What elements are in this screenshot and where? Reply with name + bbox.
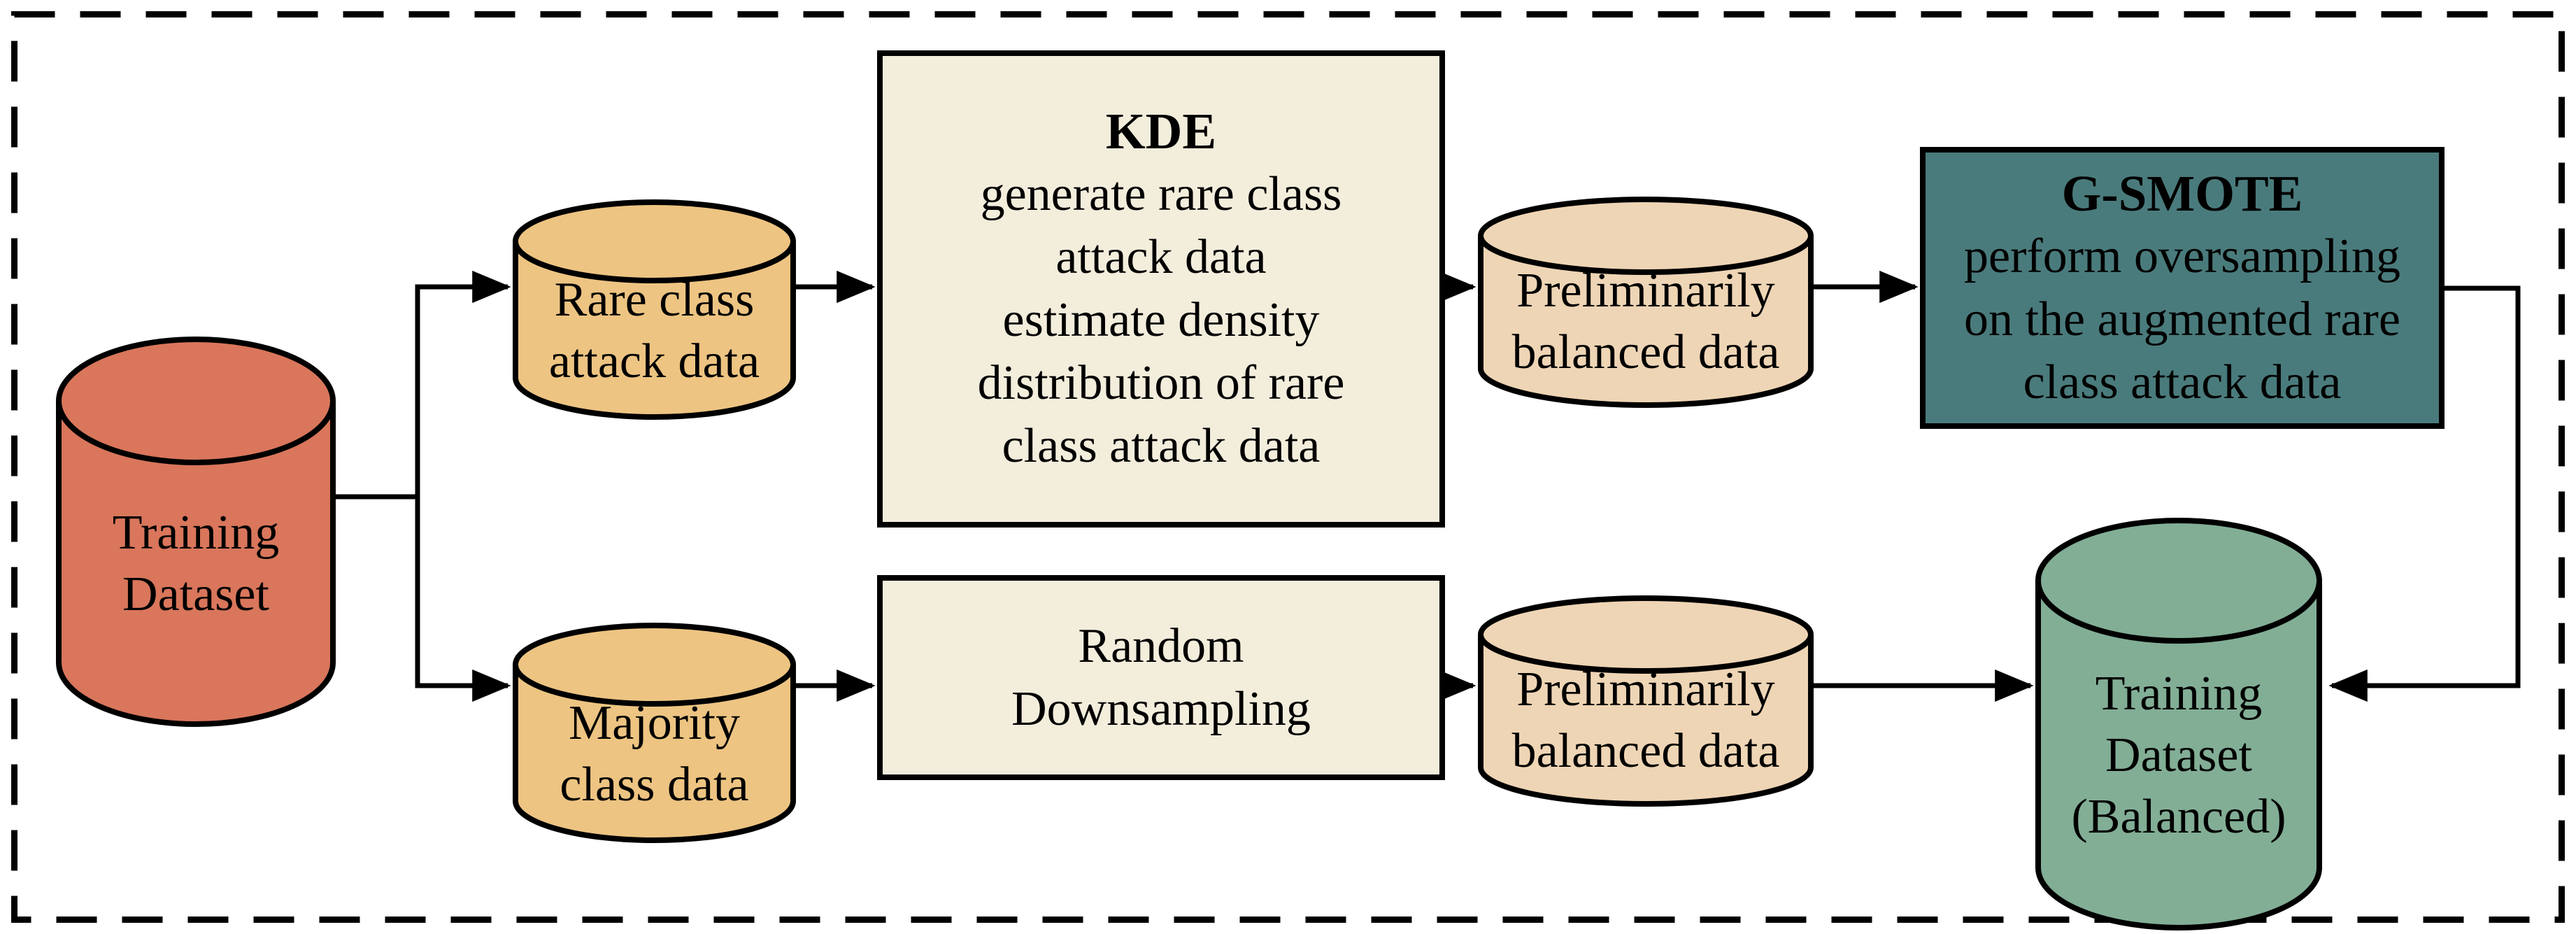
cylinder-shape bbox=[513, 199, 796, 420]
prelim-balanced-top-cylinder: Preliminarily balanced data bbox=[1478, 177, 1814, 427]
gsmote-body: perform oversampling on the augmented ra… bbox=[1964, 229, 2400, 409]
gsmote-process-box: G-SMOTE perform oversampling on the augm… bbox=[1920, 147, 2445, 429]
prelim-balanced-bottom-cylinder: Preliminarily balanced data bbox=[1478, 576, 1814, 826]
node-label: Training Dataset (Balanced) bbox=[2071, 667, 2286, 844]
training-dataset-cylinder: Training Dataset bbox=[56, 304, 336, 759]
gsmote-title: G-SMOTE bbox=[2061, 164, 2303, 222]
node-label: Preliminarily balanced data bbox=[1511, 663, 1780, 778]
random-downsampling-box: Random Downsampling bbox=[877, 575, 1445, 780]
majority-class-cylinder: Majority class data bbox=[513, 602, 796, 864]
node-label: Training Dataset bbox=[112, 506, 280, 621]
cylinder-shape bbox=[513, 623, 796, 843]
kde-title: KDE bbox=[1105, 103, 1217, 160]
cylinder-shape bbox=[1478, 595, 1814, 807]
kde-body: generate rare class attack data estimate… bbox=[977, 167, 1345, 473]
node-label: Preliminarily balanced data bbox=[1511, 264, 1780, 379]
node-label: Rare class attack data bbox=[548, 272, 760, 388]
balanced-dataset-cylinder: Training Dataset (Balanced) bbox=[2035, 486, 2322, 934]
random-downsampling-label: Random Downsampling bbox=[1011, 618, 1311, 736]
cylinder-shape bbox=[1478, 197, 1814, 408]
node-label: Majority class data bbox=[560, 695, 749, 812]
cylinder-shape bbox=[2035, 518, 2322, 931]
cylinder-shape bbox=[56, 337, 336, 727]
rare-class-cylinder: Rare class attack data bbox=[513, 178, 796, 441]
dashed-border bbox=[11, 11, 2565, 923]
arrow-gsmote-balanced bbox=[2328, 285, 2521, 702]
kde-process-box: KDE generate rare class attack data esti… bbox=[877, 50, 1445, 528]
